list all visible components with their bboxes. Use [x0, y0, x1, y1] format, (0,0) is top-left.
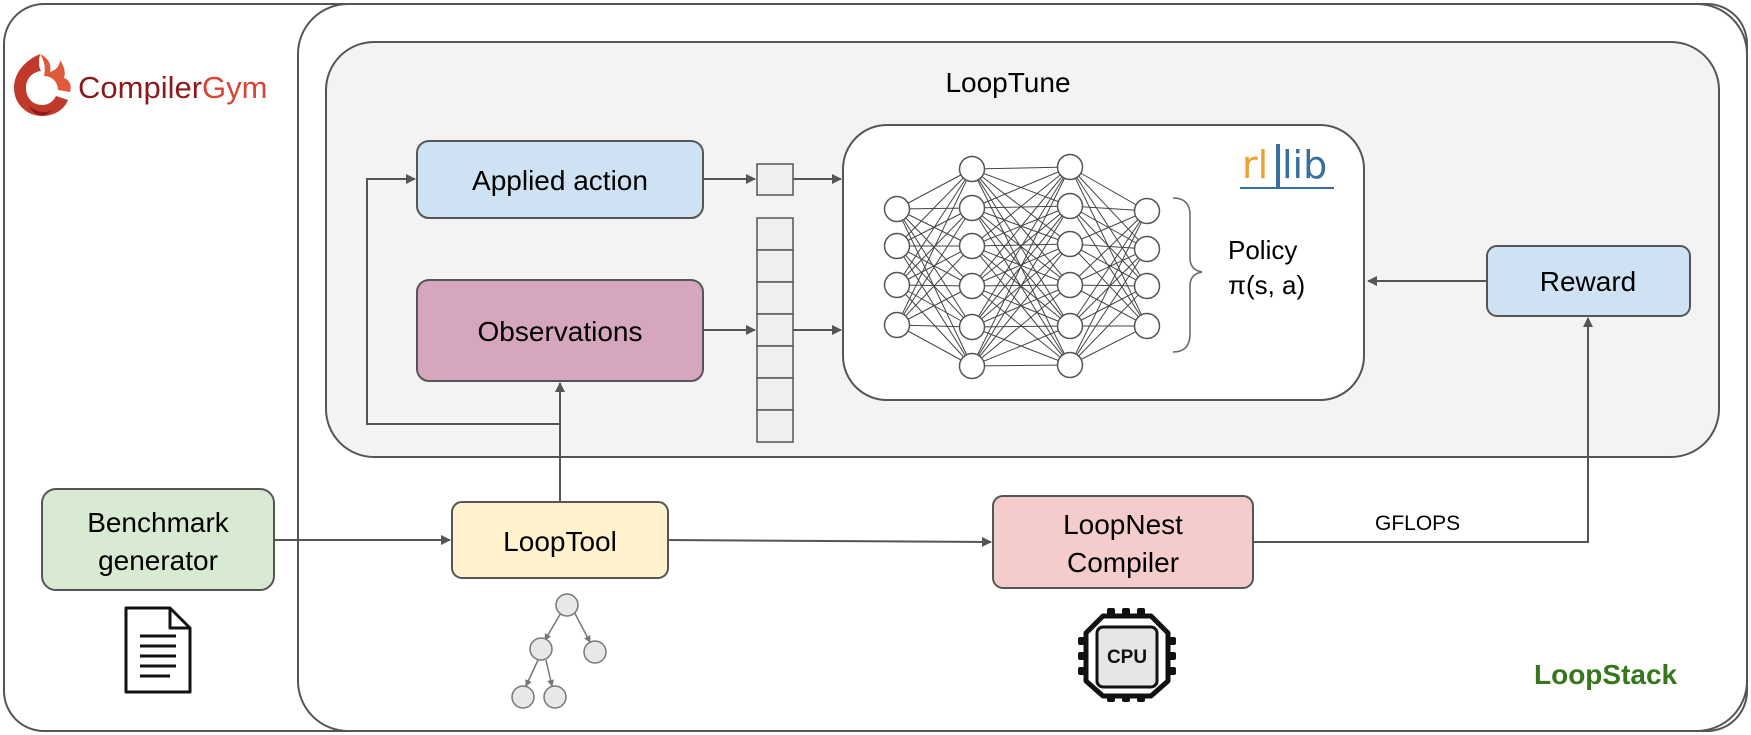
- applied-action-label: Applied action: [472, 165, 648, 196]
- flame-icon: [14, 54, 71, 116]
- nn-node: [958, 272, 986, 300]
- nn-edge: [1069, 210, 1148, 327]
- edge-looptool-to-loopnest: [667, 536, 992, 547]
- nn-node: [958, 194, 986, 222]
- edge-feedback-to-applied-action: [366, 174, 560, 425]
- nn-node: [958, 155, 986, 183]
- nn-edge: [896, 324, 973, 367]
- document-icon: [124, 606, 192, 694]
- nn-edge: [971, 166, 1071, 328]
- neural-network-icon: [883, 153, 1161, 380]
- compilergym-logo: CompilerGym: [14, 54, 267, 116]
- nn-edge: [896, 208, 973, 328]
- nn-edge: [896, 168, 973, 326]
- nn-edge: [971, 243, 1071, 287]
- nn-edge: [896, 245, 973, 326]
- rllib-logo-text-lib: lib: [1282, 143, 1327, 187]
- observations-label: Observations: [478, 316, 643, 347]
- nn-node: [1056, 192, 1084, 220]
- nn-edge: [1069, 210, 1148, 366]
- looptool-label: LoopTool: [503, 526, 617, 557]
- nn-node: [1133, 312, 1161, 340]
- gflops-label: GFLOPS: [1375, 512, 1460, 535]
- policy-brace: [1172, 197, 1203, 353]
- cpu-label: CPU: [1107, 647, 1147, 668]
- nn-edge: [971, 364, 1071, 367]
- nn-edge: [971, 166, 1071, 209]
- looptune-title: LoopTune: [945, 67, 1070, 98]
- observation-vector: [756, 217, 794, 443]
- nn-edge: [1069, 205, 1148, 327]
- nn-edge: [1069, 166, 1148, 287]
- nn-edge: [971, 325, 1071, 367]
- loopnest-label-line1: LoopNest: [1063, 509, 1183, 540]
- loopstack-label: LoopStack: [1534, 659, 1678, 690]
- nn-edge: [896, 207, 973, 326]
- nn-edge: [971, 243, 1071, 247]
- nn-edge: [896, 168, 973, 286]
- edges: [274, 174, 1593, 547]
- edge-loopnest-to-reward: [1253, 317, 1593, 543]
- nn-node: [1133, 197, 1161, 225]
- nn-node: [1056, 312, 1084, 340]
- nn-edge: [896, 285, 973, 326]
- nn-edge: [1069, 210, 1148, 245]
- nn-edge: [1069, 166, 1148, 212]
- policy-formula: π(s, a): [1228, 270, 1305, 300]
- nn-edge: [1069, 325, 1148, 366]
- nn-node: [1056, 230, 1084, 258]
- nn-edge: [971, 166, 1071, 367]
- nn-edge: [971, 166, 1071, 170]
- nn-edge: [896, 245, 973, 328]
- nn-edge: [896, 208, 973, 367]
- nn-edge: [971, 284, 1071, 328]
- loopnest-label-line2: Compiler: [1067, 547, 1179, 578]
- nn-node: [1133, 235, 1161, 263]
- benchmark-generator-label-line2: generator: [98, 545, 218, 576]
- cpu-icon: CPU: [1078, 608, 1176, 702]
- action-vector-cell: [756, 163, 794, 196]
- rllib-logo-text-rl: rl: [1242, 143, 1268, 187]
- nn-edge: [1069, 248, 1148, 286]
- nn-edge: [971, 325, 1071, 328]
- nn-node: [883, 195, 911, 223]
- nn-edge: [1069, 210, 1148, 286]
- nn-node: [1056, 351, 1084, 379]
- nn-node: [883, 271, 911, 299]
- rllib-logo: rl lib: [1240, 143, 1334, 189]
- nn-edge: [971, 166, 1071, 247]
- nn-node: [883, 311, 911, 339]
- nn-node: [883, 232, 911, 260]
- compilergym-logo-text-gym: Gym: [202, 70, 267, 105]
- nn-node: [1056, 271, 1084, 299]
- nn-node: [958, 313, 986, 341]
- nn-edge: [1069, 243, 1148, 287]
- nn-node: [958, 232, 986, 260]
- nn-edge: [896, 168, 973, 210]
- reward-label: Reward: [1540, 266, 1636, 297]
- nn-node: [1133, 272, 1161, 300]
- compilergym-logo-text-compiler: Compiler: [78, 70, 202, 105]
- nn-edge: [896, 168, 973, 247]
- nn-edge: [971, 205, 1071, 367]
- nn-edge: [1069, 285, 1148, 327]
- compilergym-logo-text: CompilerGym: [78, 70, 267, 105]
- tree-icon: [511, 593, 607, 709]
- nn-edge: [971, 284, 1071, 367]
- benchmark-generator-label-line1: Benchmark: [87, 507, 230, 538]
- policy-label: Policy: [1228, 235, 1297, 265]
- nn-node: [1056, 153, 1084, 181]
- nn-node: [958, 352, 986, 380]
- nn-edge: [971, 166, 1071, 287]
- nn-edge: [896, 245, 973, 286]
- nn-edge: [1069, 248, 1148, 366]
- nn-edge: [971, 205, 1071, 287]
- nn-edge: [1069, 285, 1148, 366]
- nn-edge: [971, 243, 1071, 367]
